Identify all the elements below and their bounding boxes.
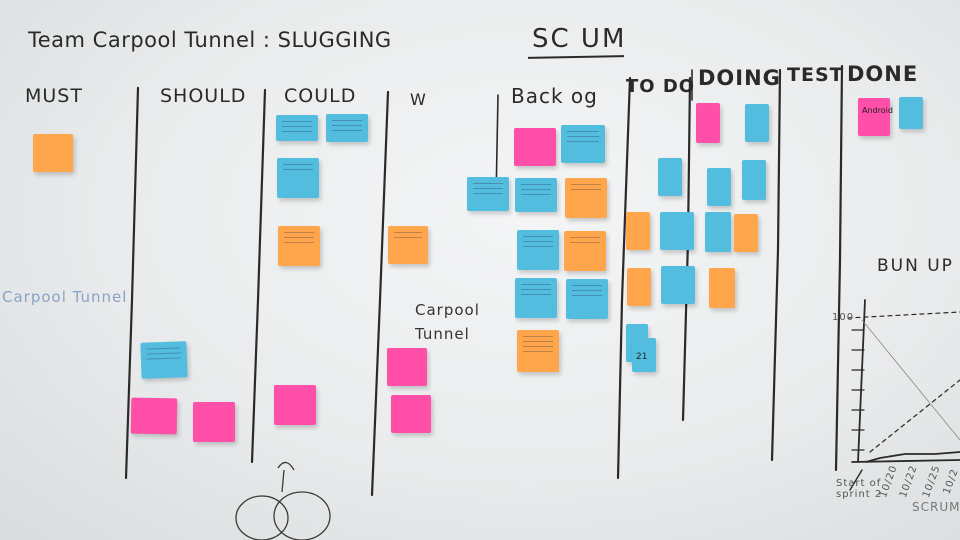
sticky-note-backlog-8[interactable]: [515, 278, 557, 318]
column-todo-header: TO DO: [626, 76, 696, 97]
sticky-note-w-3[interactable]: [391, 395, 431, 433]
sticky-note-should-3[interactable]: [193, 402, 235, 442]
sticky-note-backlog-2[interactable]: [561, 125, 605, 163]
carpool-tunnel-note: Carpool Tunnel: [2, 288, 128, 306]
sticky-note-done-1[interactable]: Android: [858, 98, 893, 136]
burnup-actual-line: [865, 451, 960, 463]
sticky-note-backlog-7[interactable]: [564, 231, 606, 271]
sticky-note-could-3[interactable]: [277, 158, 319, 198]
sticky-note-doing-6[interactable]: [734, 214, 758, 252]
column-should-header: SHOULD: [160, 85, 247, 107]
scrum-heading: SC UM: [532, 24, 627, 54]
sticky-note-w-1[interactable]: [388, 226, 428, 264]
done-note-text: Android: [862, 106, 893, 115]
todo-note-text: 21: [636, 352, 648, 362]
burnup-x-label: SCRUM: [912, 500, 960, 514]
sticky-note-should-2[interactable]: [130, 397, 178, 435]
sticky-note-todo-1[interactable]: [658, 158, 682, 196]
sticky-note-backlog-5[interactable]: [565, 178, 607, 218]
burnup-y-axis: [857, 299, 866, 463]
divider-backlog-todo: [616, 76, 632, 480]
sticky-note-doing-5[interactable]: [705, 212, 731, 252]
column-w-header: W: [410, 90, 427, 109]
board-title: Team Carpool Tunnel : SLUGGING: [28, 28, 392, 52]
burnup-guess-line: [861, 319, 960, 441]
divider-should-could: [250, 88, 267, 464]
column-done-header: DONE: [847, 62, 919, 86]
sticky-note-backlog-9[interactable]: [566, 279, 608, 319]
sticky-note-backlog-4[interactable]: [515, 178, 557, 212]
sticky-note-todo-3[interactable]: [660, 212, 694, 250]
burnup-start-label: Start of sprint 2: [836, 478, 883, 500]
burnup-y-top-label: 100: [832, 312, 855, 323]
sticky-note-could-5[interactable]: [274, 385, 316, 425]
sticky-note-todo-2[interactable]: [626, 212, 650, 250]
burnup-y-ticks: [851, 329, 865, 451]
sticky-note-doing-3[interactable]: [707, 168, 731, 206]
sticky-note-todo-4[interactable]: [627, 268, 651, 306]
sticky-note-backlog-10[interactable]: [517, 330, 559, 372]
sticky-note-must-1[interactable]: [33, 134, 73, 172]
sticky-note-backlog-3[interactable]: [467, 177, 509, 211]
sticky-note-done-2[interactable]: [899, 97, 923, 129]
sticky-note-w-2[interactable]: [387, 348, 427, 386]
sticky-note-could-2[interactable]: [326, 114, 368, 142]
sticky-note-doing-1[interactable]: [696, 103, 720, 143]
sticky-note-todo-5[interactable]: [661, 266, 695, 304]
doodle-sketch: [235, 461, 331, 540]
divider-could-w: [370, 90, 390, 497]
column-backlog-header: Back og: [511, 84, 598, 108]
sticky-note-doing-7[interactable]: [709, 268, 735, 308]
column-doing-header: DOING: [698, 66, 781, 90]
sticky-note-doing-4[interactable]: [742, 160, 766, 200]
burnup-arrow: [849, 469, 863, 491]
column-must-header: MUST: [25, 85, 83, 107]
sticky-note-could-4[interactable]: [278, 226, 320, 266]
burnup-ideal-line: [869, 379, 960, 453]
sticky-note-doing-2[interactable]: [745, 104, 769, 142]
burnup-top-line: [847, 311, 960, 319]
divider-doing-test: [770, 68, 782, 462]
sticky-note-backlog-1[interactable]: [514, 128, 556, 166]
sticky-note-todo-7[interactable]: 21: [632, 338, 656, 372]
carpool-tunnel-note-2: Carpool Tunnel: [415, 301, 480, 343]
divider-must-should: [124, 86, 140, 480]
sticky-note-backlog-6[interactable]: [517, 230, 559, 270]
column-could-header: COULD: [284, 85, 357, 107]
sticky-note-should-1[interactable]: [140, 341, 188, 379]
column-test-header: TEST: [787, 64, 844, 86]
burnup-title: BUN UP: [877, 256, 954, 276]
divider-test-done: [834, 64, 844, 472]
sticky-note-could-1[interactable]: [276, 115, 318, 141]
